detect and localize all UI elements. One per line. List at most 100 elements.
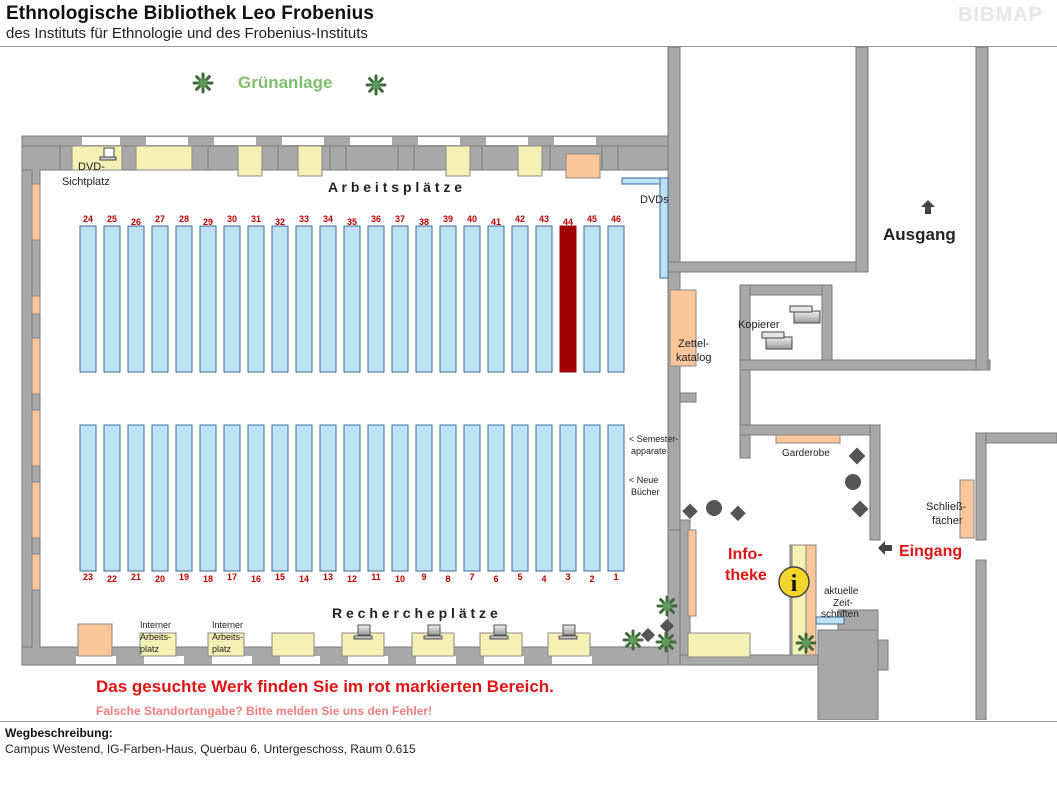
shelf bbox=[343, 225, 361, 373]
shelf bbox=[151, 225, 169, 373]
shelf-number: 43 bbox=[539, 214, 549, 224]
shelf-number: 9 bbox=[421, 572, 426, 582]
shelf-number: 8 bbox=[445, 574, 450, 584]
plant-icon bbox=[365, 74, 387, 96]
floor-plan: 2425262728293031323334353637383940414243… bbox=[21, 46, 1057, 720]
shelf bbox=[391, 424, 409, 572]
journals-label-2: Zeit- bbox=[833, 598, 853, 609]
shelf-number: 38 bbox=[419, 217, 429, 227]
card-catalog bbox=[669, 289, 697, 367]
new-books-label-2: Bücher bbox=[631, 487, 660, 497]
brand-logo: BIBMAP bbox=[958, 4, 1043, 26]
shelf-number: 29 bbox=[203, 217, 213, 227]
dvds-label: DVDs bbox=[640, 194, 669, 206]
shelf bbox=[415, 424, 433, 572]
shelf bbox=[271, 225, 289, 373]
shelf bbox=[367, 424, 385, 572]
shelf-number: 26 bbox=[131, 217, 141, 227]
shelf bbox=[583, 424, 601, 572]
internal-workstation-2-label-2: Arbeits- bbox=[212, 632, 243, 642]
shelf bbox=[583, 225, 601, 373]
shelf-number: 21 bbox=[131, 572, 141, 582]
shelf-number: 23 bbox=[83, 572, 93, 582]
plant-icon bbox=[192, 72, 214, 94]
entrance-label: Eingang bbox=[899, 543, 962, 560]
directions-label: Wegbeschreibung: bbox=[5, 726, 113, 740]
info-icon: i bbox=[778, 566, 810, 598]
shelf bbox=[247, 424, 265, 572]
shelf-number: 35 bbox=[347, 217, 357, 227]
shelf bbox=[295, 424, 313, 572]
internal-workstation-1-label-2: Arbeits- bbox=[140, 632, 171, 642]
shelf bbox=[79, 424, 97, 572]
shelf bbox=[127, 225, 145, 373]
shelf-number: 45 bbox=[587, 214, 597, 224]
shelf-number: 3 bbox=[565, 572, 570, 582]
internal-workstation-1-label-1: Interner bbox=[140, 620, 171, 630]
exit-label: Ausgang bbox=[883, 225, 956, 244]
work-places-label: A r b e i t s p l ä t z e bbox=[328, 179, 462, 195]
shelf-number: 13 bbox=[323, 572, 333, 582]
shelf-number: 4 bbox=[541, 574, 546, 584]
shelf bbox=[391, 225, 409, 373]
plant-icon bbox=[795, 632, 817, 654]
semester-label-2: apparate bbox=[631, 446, 667, 456]
shelf-number: 2 bbox=[589, 574, 594, 584]
journals-label-3: schriften bbox=[821, 609, 859, 620]
info-label-2: theke bbox=[725, 567, 767, 584]
plant-icon bbox=[656, 595, 678, 617]
wardrobe-label: Garderobe bbox=[782, 448, 830, 459]
shelf bbox=[463, 424, 481, 572]
shelf bbox=[415, 225, 433, 373]
shelf bbox=[199, 424, 217, 572]
shelf-number: 10 bbox=[395, 574, 405, 584]
shelf-number: 40 bbox=[467, 214, 477, 224]
plant-icon bbox=[622, 629, 644, 651]
lockers-label-1: Schließ- bbox=[926, 501, 967, 513]
card-catalog-label-2: katalog bbox=[676, 352, 711, 364]
shelf-number: 37 bbox=[395, 214, 405, 224]
info-label-1: Info- bbox=[728, 546, 763, 563]
dvd-place-label-1: DVD- bbox=[78, 161, 105, 173]
shelf bbox=[511, 225, 529, 373]
dvd-laptop-icon bbox=[99, 147, 117, 161]
shelf-number: 33 bbox=[299, 214, 309, 224]
shelf-number: 42 bbox=[515, 214, 525, 224]
shelf-number: 30 bbox=[227, 214, 237, 224]
shelf bbox=[247, 225, 265, 373]
info-area-fixtures bbox=[682, 500, 746, 522]
shelf bbox=[511, 424, 529, 572]
shelf-number: 17 bbox=[227, 572, 237, 582]
plants bbox=[192, 72, 817, 654]
shelf-number: 39 bbox=[443, 214, 453, 224]
walls bbox=[21, 46, 1057, 720]
internal-workstation-1-label-3: platz bbox=[140, 644, 160, 654]
shelf bbox=[223, 225, 241, 373]
shelf-number: 34 bbox=[323, 214, 333, 224]
lower-shelf-row bbox=[79, 424, 625, 572]
journals-shelf bbox=[815, 616, 845, 625]
shelf bbox=[439, 225, 457, 373]
page-subtitle: des Instituts für Ethnologie und des Fro… bbox=[6, 25, 368, 42]
header-divider bbox=[0, 46, 1057, 47]
shelf-number: 46 bbox=[611, 214, 621, 224]
shelf bbox=[559, 424, 577, 572]
shelf-number: 1 bbox=[613, 572, 618, 582]
shelf-number: 32 bbox=[275, 217, 285, 227]
report-error-link[interactable]: Falsche Standortangabe? Bitte melden Sie… bbox=[96, 704, 433, 718]
plant-icon bbox=[655, 631, 677, 653]
shelf-number: 5 bbox=[517, 572, 522, 582]
shelf bbox=[535, 424, 553, 572]
green-area-label: Grünanlage bbox=[238, 73, 332, 92]
shelf bbox=[223, 424, 241, 572]
shelf bbox=[199, 225, 217, 373]
copier-icon bbox=[761, 305, 821, 350]
journals-label-1: aktuelle bbox=[824, 586, 859, 597]
shelf-number: 27 bbox=[155, 214, 165, 224]
shelf bbox=[487, 424, 505, 572]
top-desks bbox=[71, 145, 601, 179]
dvd-shelf bbox=[621, 177, 669, 279]
shelf-highlighted bbox=[559, 225, 577, 373]
research-computer-icons bbox=[353, 624, 578, 640]
